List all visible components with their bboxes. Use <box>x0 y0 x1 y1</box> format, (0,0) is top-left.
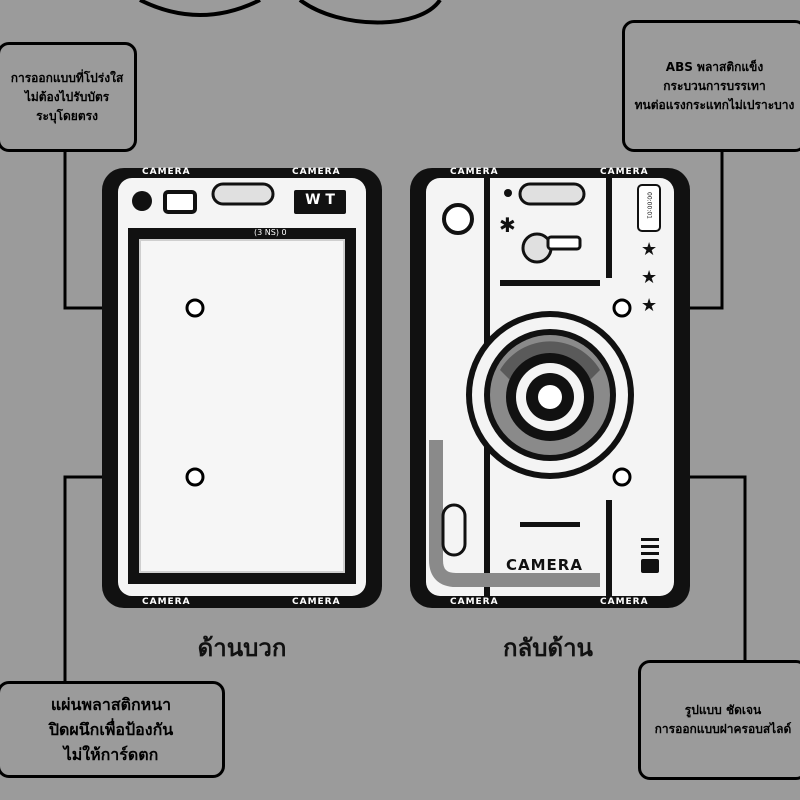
callout-line: แผ่นพลาสติกหนา <box>50 695 172 714</box>
back-shutter-button <box>442 203 474 235</box>
back-callout-dot-upper <box>612 298 632 318</box>
callout-transparent-design: การออกแบบที่โปร่งใส ไม่ต้องไปรับบัตร ระบ… <box>0 42 137 152</box>
star-icon: ★ <box>641 295 657 316</box>
callout-line: กระบวนการบรรเทา <box>663 78 766 93</box>
back-camera-word-bottom-left: CAMERA <box>450 597 499 607</box>
star-icon: ★ <box>641 267 657 288</box>
top-decorative-swirl <box>139 0 442 25</box>
front-camera-word-top-left: CAMERA <box>142 167 191 177</box>
back-camera-word-top-right: CAMERA <box>600 167 649 177</box>
back-camera-word-bottom-right: CAMERA <box>600 597 649 607</box>
back-vent <box>641 538 659 573</box>
callout-line: ABS พลาสติกแข็ง <box>665 59 764 74</box>
front-wt-badge-bg <box>294 190 346 214</box>
front-side-title: ด้านบวก <box>197 634 287 662</box>
callout-line: รูปแบบ ชัดเจน <box>684 703 762 717</box>
star-icon: ★ <box>641 239 657 260</box>
callout-line: ระบุโดยตรง <box>36 108 98 123</box>
front-flash-dot <box>132 191 152 211</box>
front-card-holder <box>102 168 382 608</box>
callout-thick-plastic-sheet: แผ่นพลาสติกหนา ปิดผนึกเพื่อป้องกัน ไม่ให… <box>0 681 225 778</box>
back-camera-word-top-left: CAMERA <box>450 167 499 177</box>
front-callout-dot-lower <box>185 467 205 487</box>
back-lens <box>466 311 634 479</box>
star-icon: ✱ <box>499 213 516 237</box>
back-side-title: กลับด้าน <box>503 634 593 662</box>
callout-line: การออกแบบฝาครอบสไลด์ <box>654 722 792 736</box>
front-camera-word-top-right: CAMERA <box>292 167 341 177</box>
front-viewfinder <box>163 190 197 214</box>
callout-line: ไม่ต้องไปรับบัตร <box>24 89 110 104</box>
back-body-label: CAMERA <box>506 556 583 574</box>
front-slot-top <box>211 182 275 206</box>
callout-line: การออกแบบที่โปร่งใส <box>10 70 124 85</box>
front-transparent-window <box>139 239 345 573</box>
back-card-holder: ✱ ★ ★ ★ <box>410 168 690 608</box>
back-counter: 00:00:01 <box>645 192 653 219</box>
back-callout-dot-lower <box>612 467 632 487</box>
front-callout-dot-upper <box>185 298 205 318</box>
callout-line: ทนต่อแรงกระแทกไม่เปราะบาง <box>634 97 795 112</box>
front-window-marks: (3 NS) 0 <box>254 228 287 237</box>
callout-slide-cover-design: รูปแบบ ชัดเจน การออกแบบฝาครอบสไลด์ <box>638 660 800 780</box>
front-camera-word-bottom-left: CAMERA <box>142 597 191 607</box>
back-stripe-right <box>606 178 612 278</box>
callout-line: ปิดผนึกเพื่อป้องกัน <box>48 720 174 739</box>
callout-line: ไม่ให้การ์ดตก <box>63 745 159 764</box>
back-slot-top <box>518 182 586 206</box>
back-counter-box <box>637 184 661 232</box>
front-wt-badge: W T <box>305 192 335 208</box>
back-grip <box>429 440 600 587</box>
callout-abs-plastic: ABS พลาสติกแข็ง กระบวนการบรรเทา ทนต่อแรง… <box>622 20 800 152</box>
front-camera-word-bottom-right: CAMERA <box>292 597 341 607</box>
